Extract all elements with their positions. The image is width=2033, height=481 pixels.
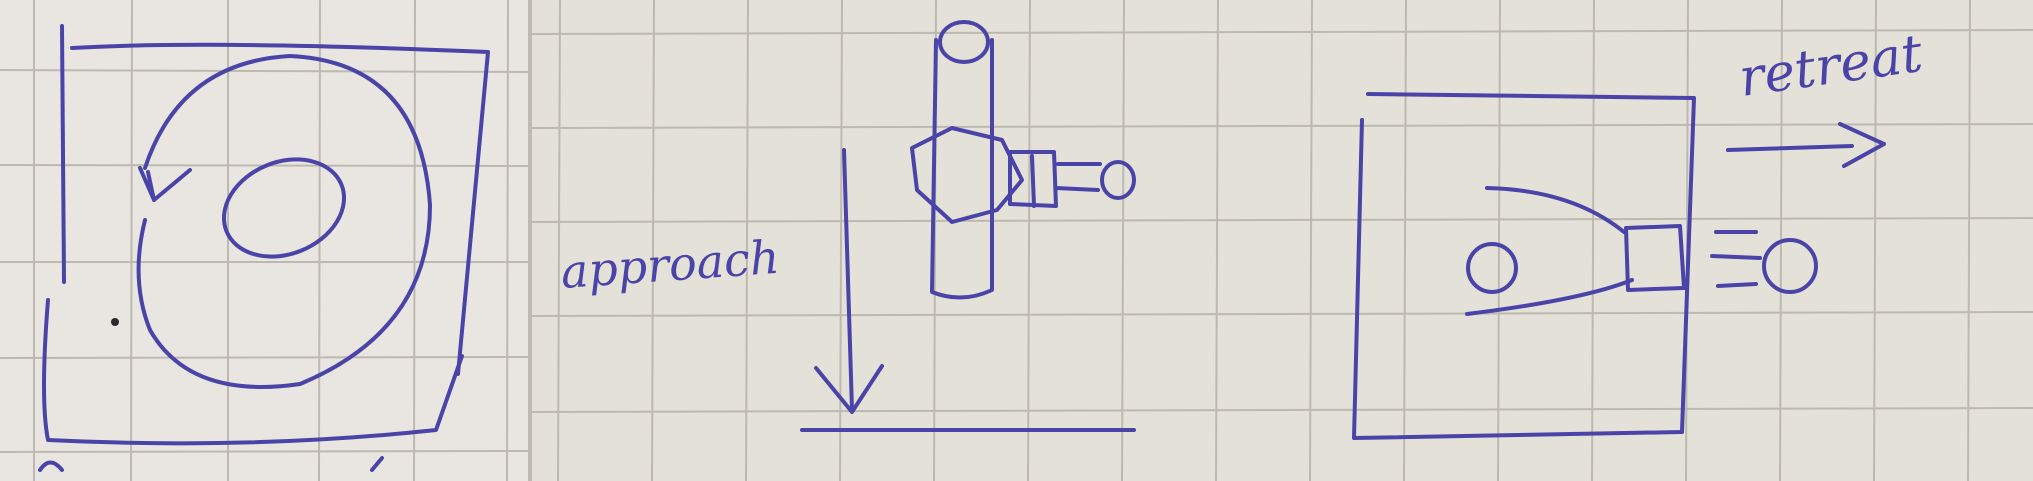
retreat-gripper-end	[1762, 238, 1818, 294]
retreat-gripper-shaft	[1710, 230, 1762, 288]
edge-mark	[38, 456, 384, 472]
retreat-label: retreat	[1735, 24, 1926, 109]
side-view-panel: approach retreat	[532, 0, 2033, 481]
approach-sketch: approach	[559, 20, 1136, 432]
side-view-drawing: approach retreat	[532, 0, 2033, 481]
rotation-arrow-head	[138, 166, 192, 202]
tool-path-circle	[136, 54, 432, 389]
retreat-arrow	[1726, 122, 1886, 168]
pen-dot	[111, 318, 119, 326]
gripper-end	[1100, 160, 1136, 200]
retreat-gripper-body	[1624, 224, 1686, 292]
workpiece-ellipse	[221, 157, 347, 259]
top-view-drawing	[0, 0, 528, 481]
open-gripper-jaws	[1465, 186, 1634, 316]
retreat-sketch: retreat	[1352, 24, 1926, 440]
released-part	[1466, 242, 1518, 294]
vertical-cylinder	[930, 38, 994, 300]
gripper-shaft	[1054, 162, 1102, 192]
workspace-outline	[42, 24, 490, 446]
top-view-panel	[0, 0, 528, 481]
grid-paper	[0, 0, 528, 481]
fixture-box	[1352, 92, 1696, 440]
gripper-body	[1008, 150, 1058, 208]
gripper-jaws	[910, 126, 1024, 224]
panel-divider	[528, 0, 532, 481]
cylinder-top	[938, 20, 990, 64]
approach-arrow	[814, 148, 884, 414]
